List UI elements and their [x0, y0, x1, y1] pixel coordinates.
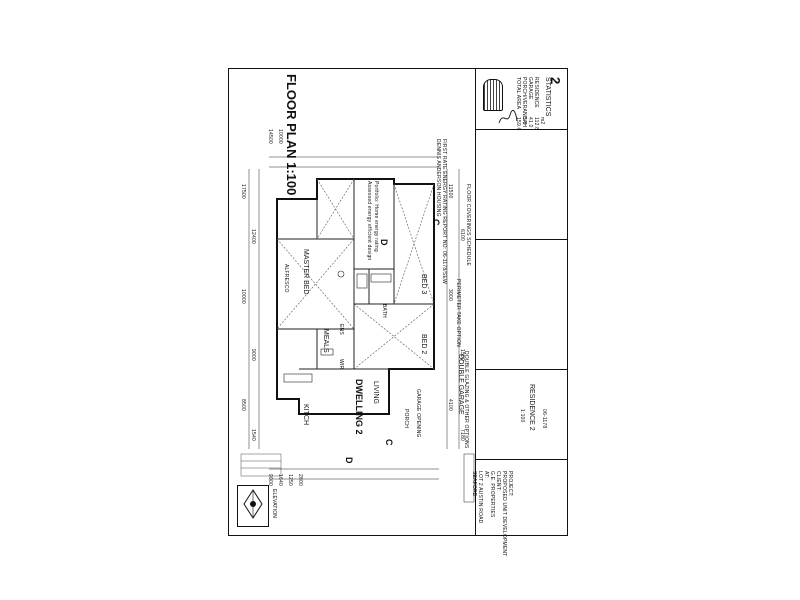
stat-units: m2	[539, 117, 545, 125]
scale-label: 1:100	[519, 409, 525, 423]
title-block	[475, 69, 568, 535]
room-bed3: BED 3	[420, 274, 427, 295]
suburb: SEAFORD	[471, 471, 477, 497]
project-name: PROPOSED UNIT DEVELOPMENT	[501, 471, 507, 557]
dim-top-3: 10000	[240, 289, 246, 304]
drawing-number: 06-1178	[541, 409, 547, 429]
stat-residence-label: RESIDENCE	[533, 77, 539, 108]
dim-left-5: 1250	[287, 474, 293, 486]
company-logo-icon	[483, 79, 503, 111]
stat-garage-label: GARAGE	[527, 77, 533, 100]
residence-label: RESIDENCE 2	[528, 384, 535, 431]
dim-bottom-3: 3000	[447, 289, 453, 301]
room-ens: ENS	[338, 324, 344, 335]
double-glazing-note: DOUBLE GLAZING & OTHER OPTIONS	[463, 351, 469, 449]
drawing-title: FLOOR PLAN 1:100	[284, 74, 299, 196]
energy-report-note: FIRST RATE ENERGY RATING REPORT NO: 06-1…	[441, 139, 447, 284]
room-bed2: BED 2	[420, 334, 427, 355]
dim-top-1: 17500	[240, 184, 246, 199]
garage-opening-label: GARAGE OPENING	[415, 389, 421, 438]
room-master-bed: MASTER BED	[302, 249, 309, 295]
dim-top-6: 1540	[250, 429, 256, 441]
room-alfresco: ALFRESCO	[283, 264, 289, 293]
signature-icon	[497, 109, 519, 127]
section-marker-d: D	[379, 239, 389, 246]
section-marker-c: C	[431, 219, 441, 226]
section-marker-d-lower: D	[344, 457, 354, 464]
room-kitchen: KITCH	[302, 404, 309, 425]
section-marker-c-lower: C	[384, 439, 394, 446]
client-label: CLIENT:	[495, 471, 501, 492]
room-bath: BATH	[381, 304, 387, 318]
energy-note-sub: Assessed energy efficient design	[366, 181, 372, 261]
dim-left-6: 2800	[297, 474, 303, 486]
dim-left-2: 10000	[277, 129, 283, 144]
drawing-sheet: MASTER BED MEALS KITCH DWELLING 2 LIVING…	[228, 68, 568, 556]
statistics-label: STATISTICS	[544, 77, 551, 117]
dim-top-2: 12400	[250, 229, 256, 244]
compass-icon	[237, 485, 269, 527]
elevation-label: ELEVATION	[271, 489, 277, 519]
dim-top-4: 9000	[250, 349, 256, 361]
room-porch: PORCH	[403, 409, 409, 429]
energy-assessor-note: DENNIS ANDERSON HOUSING	[435, 139, 441, 217]
room-living: LIVING	[372, 381, 379, 404]
floor-covering-note: FLOOR COVERINGS SCHEDULE	[465, 184, 471, 267]
dim-bottom-1: 11500	[447, 184, 453, 199]
dim-bottom-5: 4100	[447, 399, 453, 411]
external-walls	[276, 178, 435, 415]
dim-left-4: 1640	[277, 474, 283, 486]
project-label: PROJECT:	[507, 471, 513, 497]
floor-plan-drawing	[240, 156, 475, 503]
stat-garage-value: 41.0	[527, 117, 533, 128]
dim-top-5: 8500	[240, 399, 246, 411]
energy-note: Portfolio: Home energy rating	[373, 181, 379, 252]
client-name: G.E. PROPERTIES	[489, 471, 495, 518]
address: LOT 2 AUSTIN ROAD	[477, 471, 483, 524]
room-meals: MEALS	[322, 329, 329, 353]
stat-porch-value: 5.8	[521, 117, 527, 125]
termite-note: PERIMETER TAKE OPTION	[455, 279, 461, 347]
room-wir: WIR	[338, 359, 344, 370]
at-label: AT:	[483, 471, 489, 479]
stat-total-label: TOTAL AREA	[515, 77, 521, 110]
dim-left-1: 14500	[267, 129, 273, 144]
dwelling-label: DWELLING 2	[354, 379, 364, 435]
